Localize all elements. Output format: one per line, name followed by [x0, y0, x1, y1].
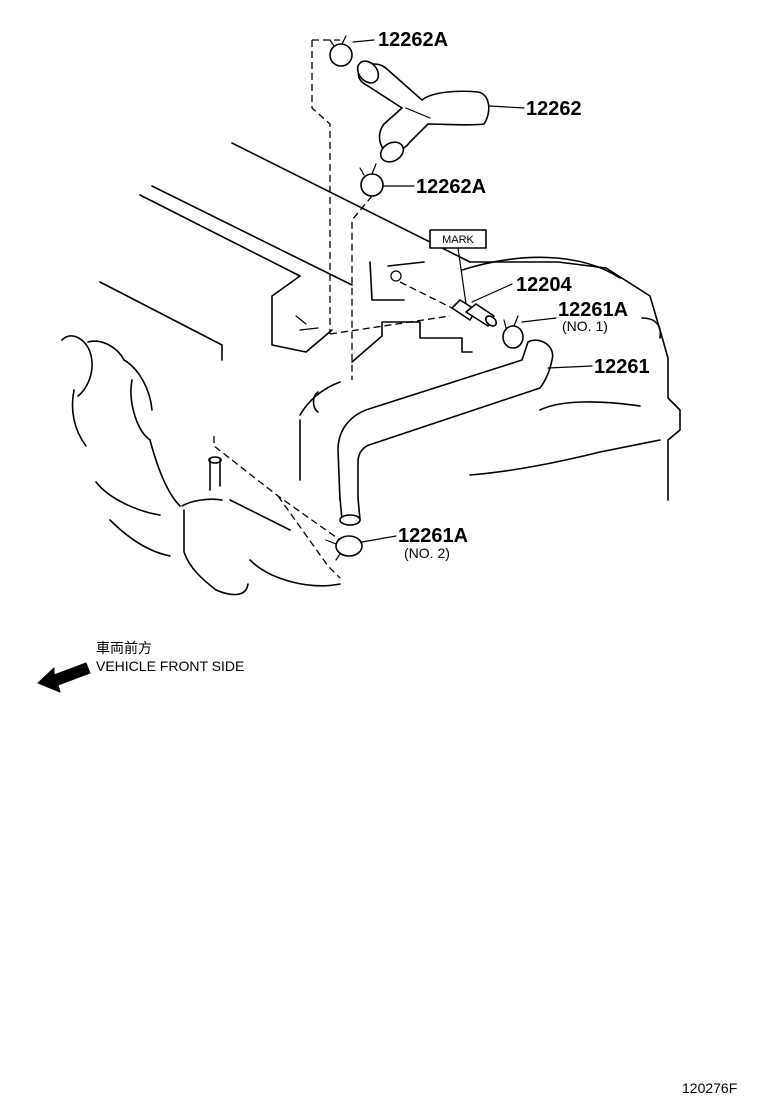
- upper-hose[interactable]: [353, 57, 490, 166]
- clip-no1[interactable]: [502, 315, 524, 349]
- vehicle-front-label-en: VEHICLE FRONT SIDE: [96, 658, 245, 674]
- clip-no2[interactable]: [325, 535, 363, 561]
- label-12204: 12204: [516, 274, 572, 296]
- mark-tag-text: MARK: [442, 234, 474, 246]
- reference-lines: [213, 39, 453, 579]
- clip-upper-bottom[interactable]: [359, 163, 384, 197]
- left-arrow-icon: [37, 662, 91, 693]
- label-12261A-no2: 12261A: [398, 525, 468, 547]
- lower-hose[interactable]: [337, 339, 554, 526]
- leader-lines: [352, 39, 593, 543]
- label-12261A-no1: 12261A: [558, 299, 628, 321]
- clip-upper-top[interactable]: [329, 35, 353, 67]
- label-12262A-top: 12262A: [378, 29, 448, 51]
- label-12261: 12261: [594, 356, 650, 378]
- pcv-valve[interactable]: MARK: [429, 229, 498, 328]
- vehicle-front-label-jp: 車両前方: [96, 640, 152, 656]
- diagram-code: 120276F: [682, 1080, 738, 1096]
- label-12261A-no1-sub: (NO. 1): [562, 318, 608, 334]
- label-12262A-bottom: 12262A: [416, 176, 486, 198]
- label-12261A-no2-sub: (NO. 2): [404, 545, 450, 561]
- label-12262: 12262: [526, 98, 582, 120]
- engine-outline: [61, 142, 681, 596]
